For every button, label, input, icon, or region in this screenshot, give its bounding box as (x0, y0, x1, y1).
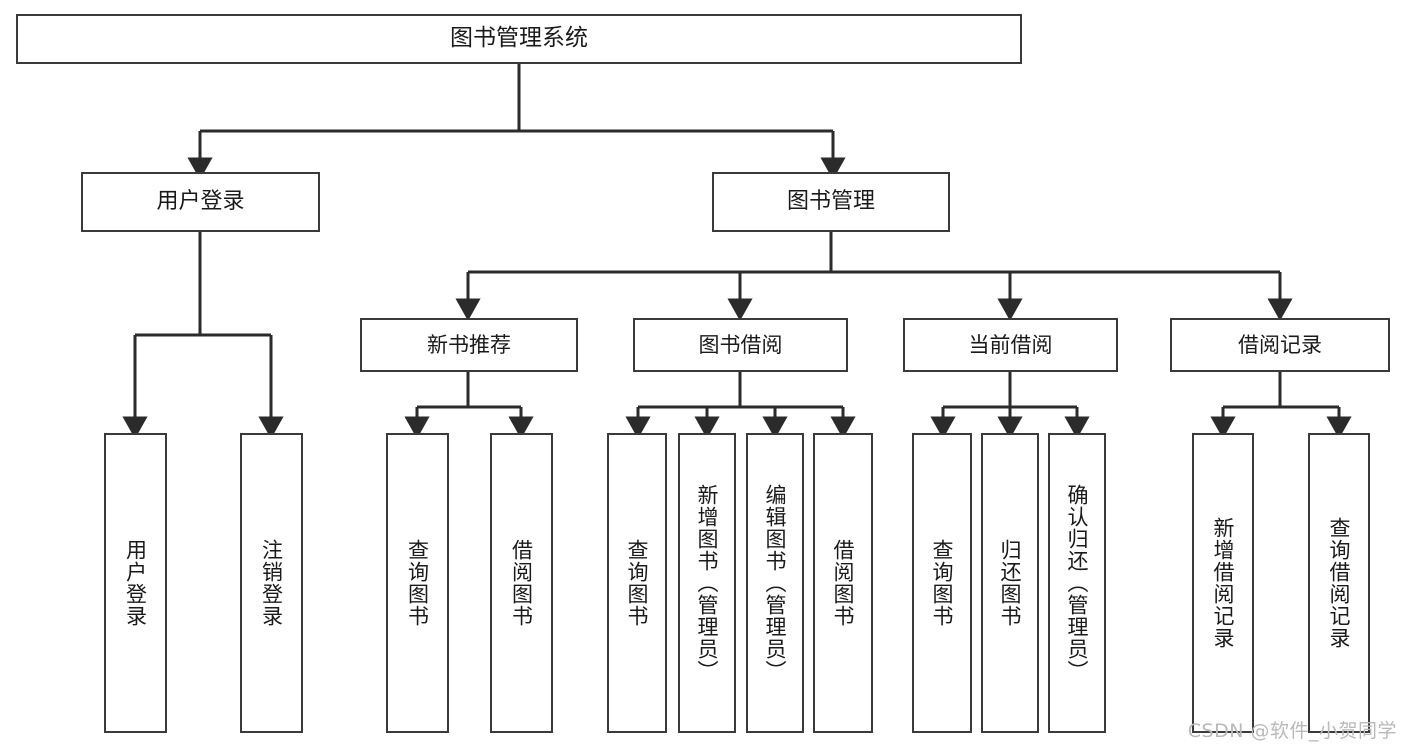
node-label: 用户登录 (156, 189, 245, 215)
leaf-user-login-logout[interactable]: 注销登录 (240, 433, 303, 733)
connector-book-borrow-to-leaves (625, 372, 856, 439)
node-label: 新增图书（管理员） (695, 484, 720, 682)
node-current-borrow[interactable]: 当前借阅 (903, 318, 1118, 372)
node-label: 编辑图书（管理员） (763, 484, 788, 682)
leaf-book-borrow-edit-book-admin[interactable]: 编辑图书（管理员） (746, 433, 804, 733)
node-book-borrow[interactable]: 图书借阅 (633, 318, 848, 372)
leaf-book-borrow-query-book[interactable]: 查询图书 (607, 433, 667, 733)
node-label: 图书管理系统 (450, 25, 588, 52)
node-label: 查询图书 (625, 539, 650, 627)
leaf-new-book-borrow-book[interactable]: 借阅图书 (490, 433, 553, 733)
node-label: 查询图书 (930, 539, 955, 627)
node-user-login[interactable]: 用户登录 (81, 172, 320, 232)
leaf-borrow-record-query-record[interactable]: 查询借阅记录 (1308, 433, 1370, 733)
leaf-user-login-login[interactable]: 用户登录 (104, 433, 167, 733)
leaf-borrow-record-add-record[interactable]: 新增借阅记录 (1192, 433, 1254, 733)
node-label: 借阅记录 (1238, 332, 1322, 357)
node-label: 新书推荐 (427, 332, 511, 357)
node-label: 当前借阅 (968, 332, 1053, 357)
connector-user-login-to-leaves (122, 232, 284, 439)
leaf-book-borrow-add-book-admin[interactable]: 新增图书（管理员） (678, 433, 736, 733)
leaf-current-borrow-return-book[interactable]: 归还图书 (981, 433, 1039, 733)
leaf-new-book-query-book[interactable]: 查询图书 (386, 433, 449, 733)
node-label: 图书借阅 (698, 332, 783, 357)
leaf-current-borrow-query-book[interactable]: 查询图书 (912, 433, 972, 733)
connector-new-book-to-leaves (404, 372, 534, 439)
leaf-book-borrow-borrow-book[interactable]: 借阅图书 (813, 433, 873, 733)
node-label: 确认归还（管理员） (1065, 484, 1090, 682)
node-label: 借阅图书 (831, 539, 856, 627)
leaf-current-borrow-confirm-return-admin[interactable]: 确认归还（管理员） (1048, 433, 1106, 733)
node-label: 查询借阅记录 (1327, 517, 1352, 649)
csdn-watermark: CSDN @软件_小贺同学 (1187, 720, 1397, 742)
node-label: 查询图书 (405, 539, 430, 627)
connector-book-management-to-level-three (455, 232, 1293, 321)
node-borrow-record[interactable]: 借阅记录 (1170, 318, 1390, 372)
node-label: 图书管理 (786, 189, 875, 215)
connector-root-to-level-two (187, 64, 846, 180)
node-root-book-management-system[interactable]: 图书管理系统 (16, 14, 1022, 64)
node-label: 新增借阅记录 (1211, 517, 1236, 649)
connector-current-borrow-to-leaves (930, 372, 1090, 439)
node-label: 用户登录 (123, 539, 148, 627)
connector-borrow-record-to-leaves (1210, 372, 1352, 439)
node-label: 归还图书 (998, 539, 1023, 627)
node-book-management[interactable]: 图书管理 (712, 172, 950, 232)
node-new-book-recommend[interactable]: 新书推荐 (360, 318, 578, 372)
node-label: 借阅图书 (509, 539, 534, 627)
node-label: 注销登录 (259, 539, 284, 627)
